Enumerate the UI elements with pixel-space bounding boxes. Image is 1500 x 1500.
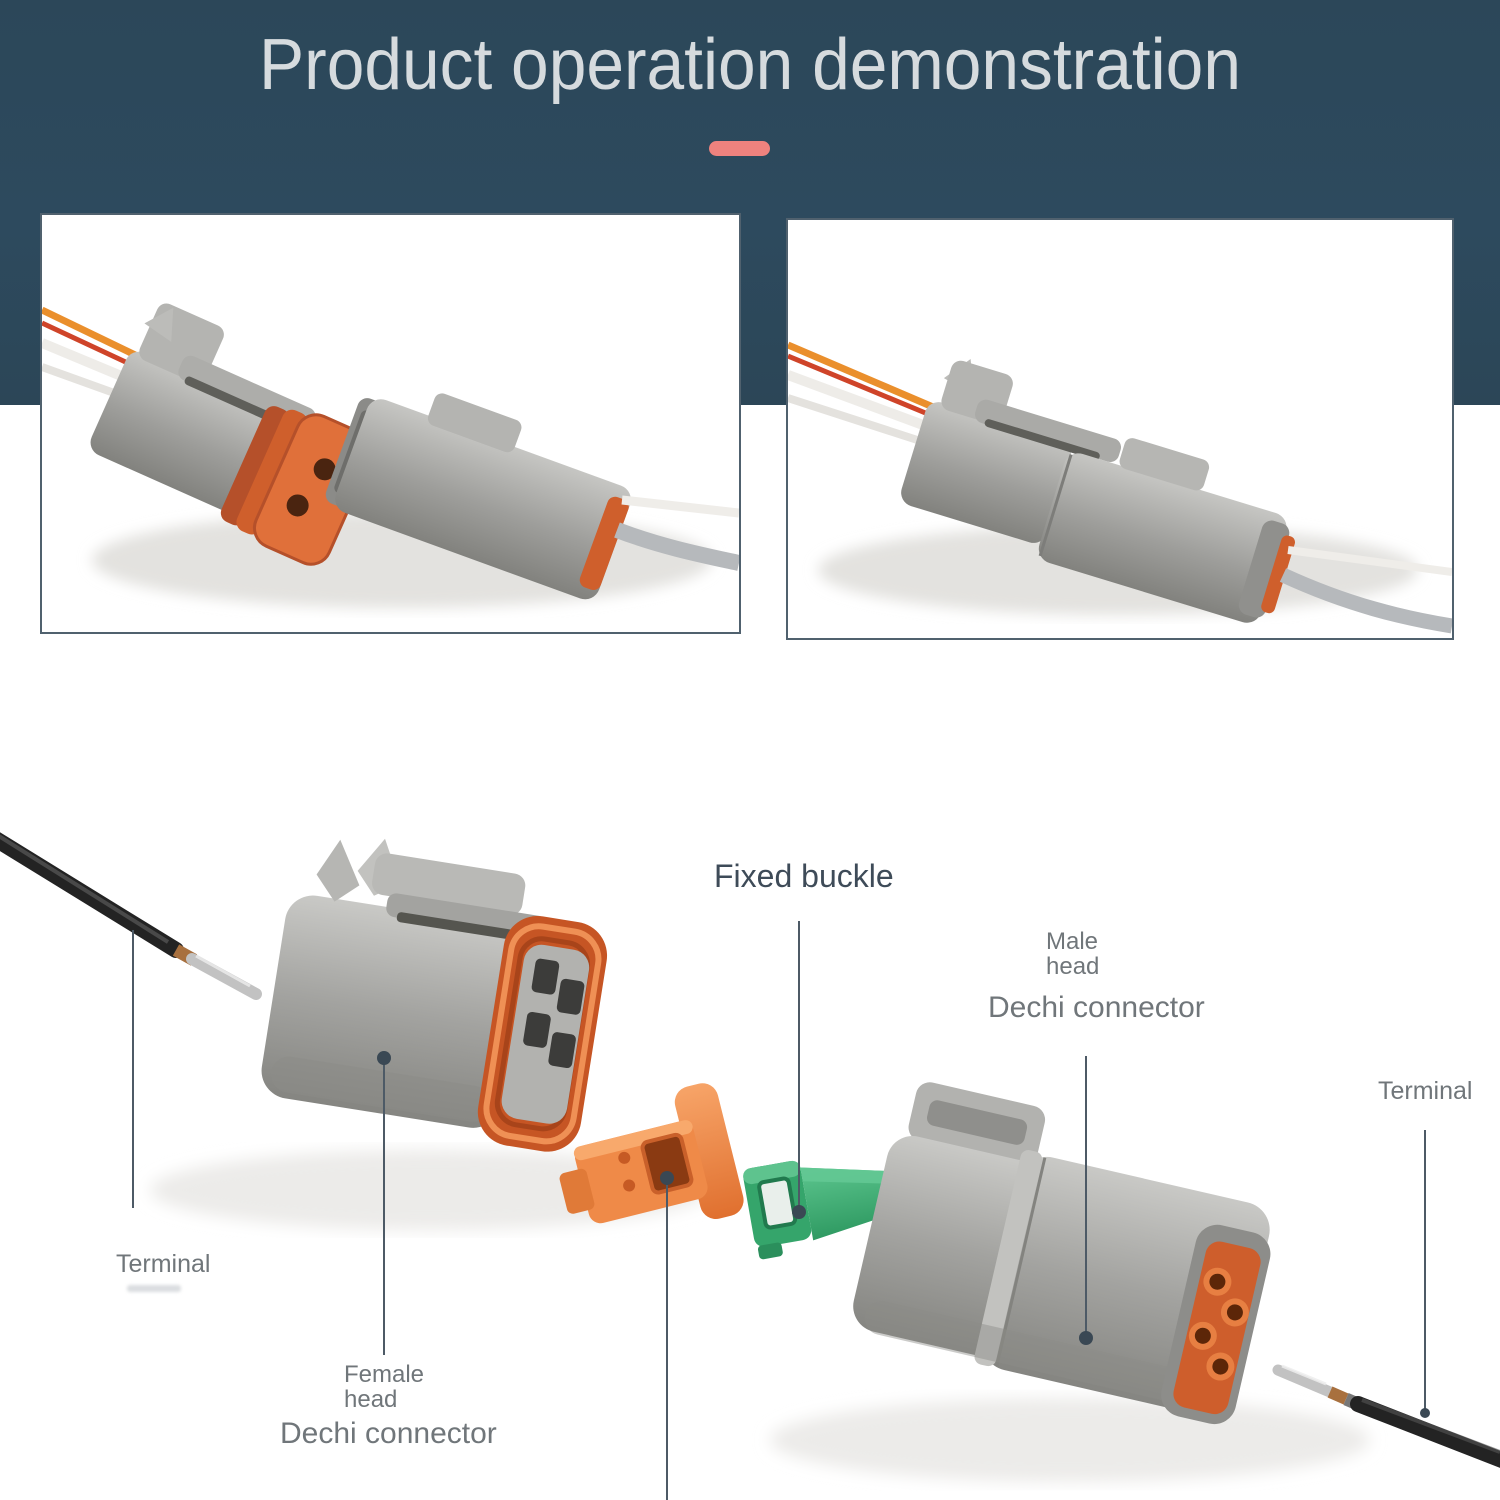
female-head-label-line1: Female [344, 1361, 425, 1388]
disconnected-connectors-photo [42, 215, 739, 632]
right-wire-bundle [1279, 546, 1452, 634]
pointer-dot-fixed-buckle [792, 1205, 806, 1219]
terminal-right-label: Terminal [1378, 1077, 1473, 1105]
terminal-wire-right [1272, 1364, 1500, 1468]
pointer-dot-terminal-right [1420, 1408, 1430, 1418]
photo-card-connected [786, 218, 1454, 640]
pointer-line-terminal-right [1424, 1130, 1426, 1413]
erased-text-smudge [127, 1285, 181, 1292]
pointer-line-female-head [383, 1058, 385, 1355]
female-connector-label: Dechi connector [280, 1417, 497, 1450]
pointer-dot-male-head [1079, 1331, 1093, 1345]
fixed-buckle-label: Fixed buckle [714, 858, 894, 894]
photo-card-disconnected [40, 213, 741, 634]
pointer-dot-wedge-lock [660, 1171, 674, 1185]
right-wire-bundle [614, 495, 739, 571]
male-head-label: Male head [1046, 929, 1099, 979]
male-head-label-line2: head [1046, 953, 1100, 980]
female-plug-illustration [90, 303, 375, 566]
left-wire-bundle [788, 341, 944, 452]
male-receptacle-illustration [325, 393, 631, 600]
terminal-left-label: Terminal [116, 1250, 211, 1278]
pointer-line-wedge-lock [666, 1178, 668, 1500]
title-accent-bar [709, 141, 770, 156]
female-connector-illustration [261, 838, 608, 1152]
male-connector-label: Dechi connector [988, 991, 1205, 1024]
pointer-line-terminal-left [132, 930, 134, 1208]
terminal-wire-left [0, 832, 262, 1000]
female-head-label: Female head [344, 1362, 424, 1412]
diagram-shadow [770, 1398, 1370, 1482]
male-head-label-line1: Male [1046, 928, 1099, 955]
connected-connectors-photo [788, 220, 1452, 638]
pointer-line-male-head [1085, 1056, 1087, 1338]
fixed-buckle-illustration [743, 1160, 885, 1260]
female-head-label-line2: head [344, 1386, 398, 1413]
wedge-lock-illustration [559, 1083, 744, 1224]
pointer-line-fixed-buckle [798, 921, 800, 1212]
pointer-dot-female-head [377, 1051, 391, 1065]
exploded-view-diagram [0, 832, 1500, 1482]
mated-connector-illustration [901, 359, 1296, 623]
male-connector-illustration [853, 1082, 1271, 1425]
page-title: Product operation demonstration [259, 25, 1241, 105]
